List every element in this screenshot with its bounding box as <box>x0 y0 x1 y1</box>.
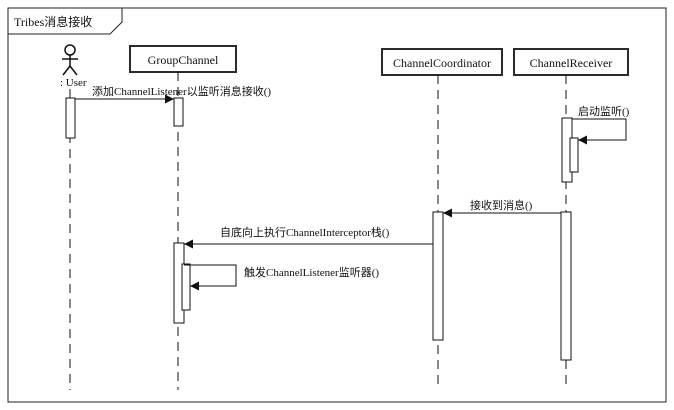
trigger-listener-arrow <box>184 264 237 291</box>
channel-receiver-activation-2 <box>560 211 572 361</box>
channel-coordinator-header <box>381 48 503 76</box>
group-channel-header <box>129 45 237 73</box>
execute-interceptor-stack-label: 自底向上执行ChannelInterceptor栈() <box>220 225 390 239</box>
group-channel-label: GroupChannel <box>148 53 219 67</box>
lifeline-group-channel: GroupChannel <box>129 45 237 73</box>
channel-coordinator-label: ChannelCoordinator <box>393 56 491 70</box>
start-listening-arrow <box>572 118 627 145</box>
frame-title: Tribes消息接收 <box>14 14 92 29</box>
actor-right-leg <box>69 65 78 76</box>
actor-head <box>64 44 76 56</box>
user-activation <box>65 97 76 139</box>
start-listening-label: 启动监听() <box>578 105 630 118</box>
group-channel-activation-1 <box>173 97 184 127</box>
actor-user: : User <box>60 44 87 89</box>
trigger-listener-label: 触发ChannelListener监听器() <box>244 265 379 279</box>
channel-coordinator-activation <box>432 211 444 341</box>
add-listener-label: 添加ChannelListener以监听消息接收() <box>92 84 271 98</box>
channel-receiver-header <box>513 48 629 76</box>
lifeline-channel-receiver: ChannelReceiver <box>513 48 629 76</box>
receive-message-label: 接收到消息() <box>470 198 533 212</box>
channel-receiver-nested-activation <box>569 137 579 173</box>
channel-receiver-label: ChannelReceiver <box>530 56 613 70</box>
group-channel-nested-activation <box>181 263 191 311</box>
actor-label: : User <box>60 77 87 89</box>
lifeline-channel-coordinator: ChannelCoordinator <box>381 48 503 76</box>
frame-title-tab <box>7 7 123 35</box>
actor-left-leg <box>62 65 71 76</box>
frame-border <box>7 7 667 403</box>
